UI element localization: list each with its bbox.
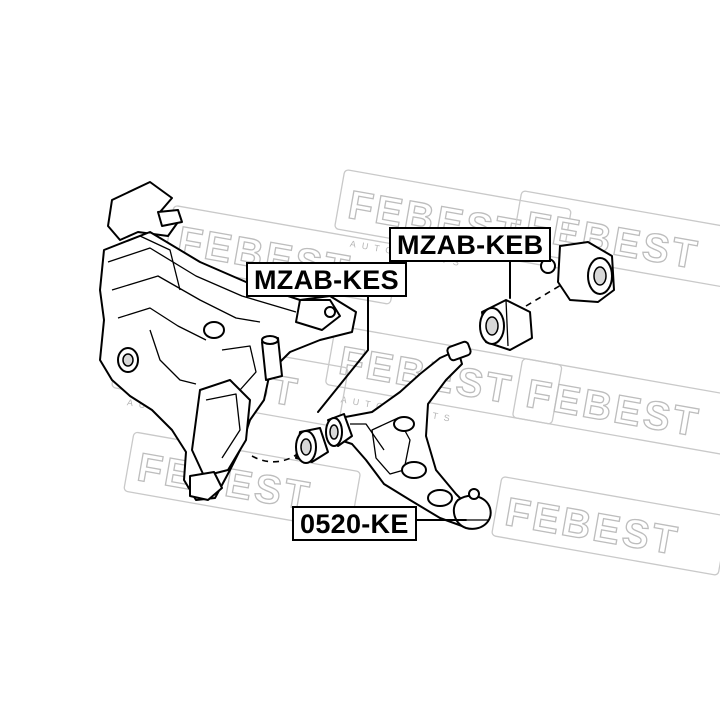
watermark-8: FEBEST: [491, 476, 720, 576]
subframe-drawing: [99, 181, 357, 501]
bushing-front-drawing: [295, 413, 353, 464]
leader-kes: [317, 291, 369, 413]
rear-bracket-drawing: [540, 241, 615, 303]
watermark-6: FEBEST: [512, 358, 720, 458]
part-label-mzab-keb[interactable]: MZAB-KEB: [389, 227, 552, 262]
part-label-mzab-kes[interactable]: MZAB-KES: [246, 262, 407, 297]
control-arm-drawing: [339, 340, 492, 530]
part-label-0520-ke[interactable]: 0520-KE: [292, 506, 417, 541]
assembly-line-rear: [525, 281, 567, 307]
bushing-rear-drawing: [479, 299, 533, 351]
